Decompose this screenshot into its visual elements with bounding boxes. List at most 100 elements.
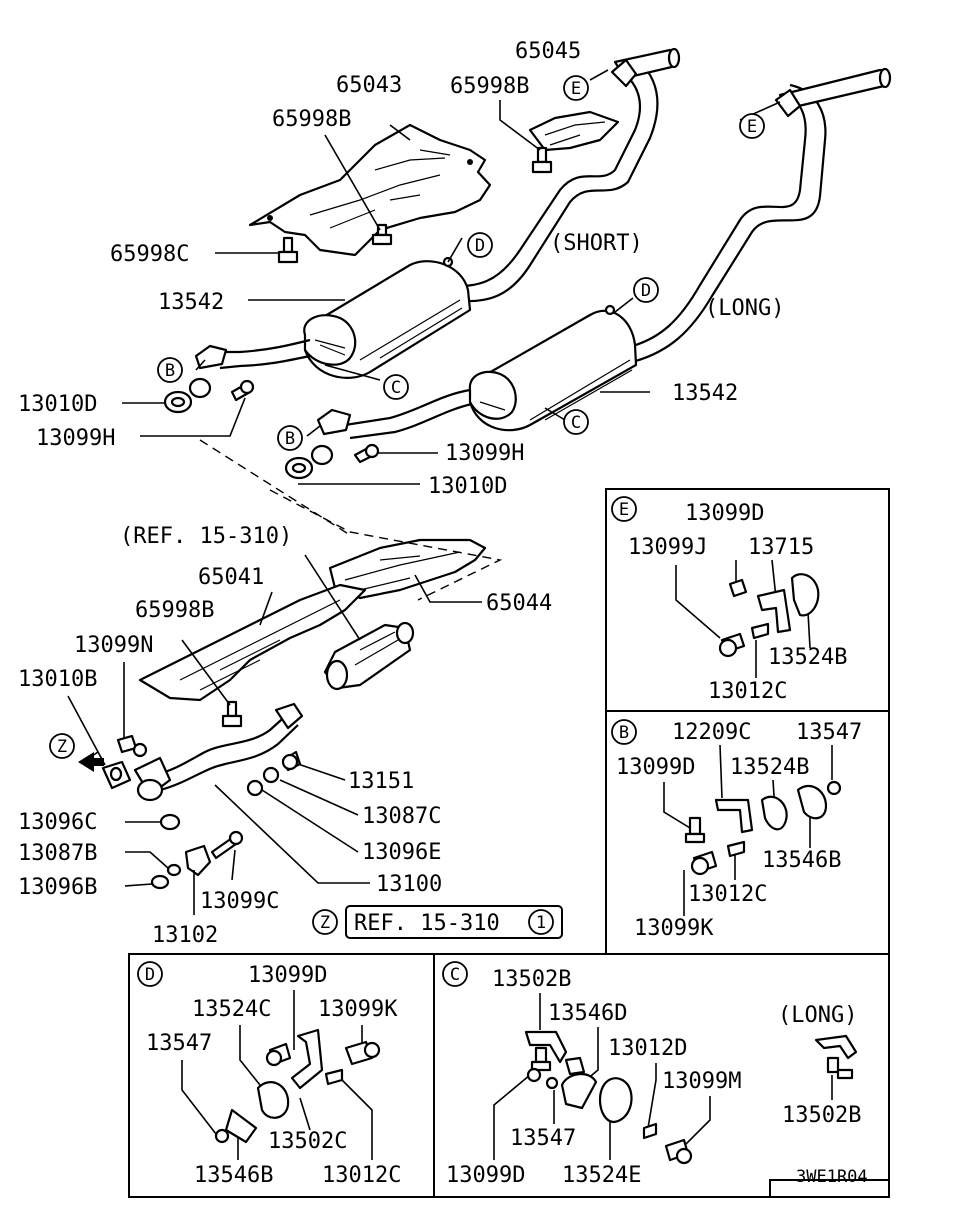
label-13087b: 13087B (18, 841, 97, 866)
svg-text:13012C: 13012C (708, 679, 787, 704)
panel-e: E 13099D 13099J 13715 13524B 13012C (605, 488, 890, 712)
bolt-65998b-shield (371, 223, 393, 246)
label-13099h-left: 13099H (36, 426, 115, 451)
svg-text:(LONG): (LONG) (778, 1003, 857, 1028)
svg-text:B: B (165, 361, 175, 381)
svg-text:12209C: 12209C (672, 720, 751, 745)
bolt-13099h-left (230, 379, 255, 402)
svg-text:D: D (475, 236, 485, 256)
label-13096b: 13096B (18, 875, 97, 900)
label-65998b-top: 65998B (450, 74, 529, 99)
svg-text:13099D: 13099D (616, 755, 695, 780)
tailpipe-short (439, 47, 681, 303)
panel-c: C 13502B 13546D 13012D 13099M 13547 1309… (433, 953, 890, 1198)
bolt-65998b-top (531, 146, 553, 174)
dashed-alignment (199, 439, 503, 601)
callout-b-upper: B (157, 357, 183, 383)
svg-text:13012C: 13012C (688, 882, 767, 907)
tailpipe-long (624, 67, 892, 364)
label-ref-top: (REF. 15-310) (120, 524, 292, 549)
callout-e-long: E (739, 113, 765, 139)
bolt-65998c (277, 236, 299, 264)
callout-c-long: C (563, 409, 589, 435)
svg-text:13524B: 13524B (730, 755, 809, 780)
label-13099h-right: 13099H (445, 441, 524, 466)
svg-text:Z: Z (57, 737, 67, 757)
callout-z: Z (49, 733, 75, 759)
label-13010b: 13010B (18, 667, 97, 692)
label-65044: 65044 (486, 591, 552, 616)
svg-text:REF. 15-310: REF. 15-310 (354, 911, 500, 936)
svg-text:13502B: 13502B (492, 967, 571, 992)
svg-text:13502C: 13502C (268, 1129, 347, 1154)
label-long: (LONG) (705, 296, 784, 321)
catalytic-converter (323, 621, 415, 691)
label-13099n: 13099N (74, 633, 153, 658)
svg-text:13099J: 13099J (628, 535, 707, 560)
gasket-13010d-left (163, 377, 212, 414)
panel-b: B 12209C 13547 13099D 13524B 13546B 1301… (605, 710, 890, 955)
callout-e-short: E (563, 75, 589, 101)
svg-text:13099D: 13099D (685, 501, 764, 526)
label-13096e: 13096E (362, 840, 441, 865)
svg-text:13524C: 13524C (192, 997, 271, 1022)
label-65998c: 65998C (110, 242, 189, 267)
svg-text:13502B: 13502B (782, 1103, 861, 1128)
label-13010d-right: 13010D (428, 474, 507, 499)
label-13102: 13102 (152, 923, 218, 948)
ref-box-bottom: REF. 15-310 1 (345, 905, 563, 939)
svg-text:E: E (619, 500, 629, 520)
label-13100: 13100 (376, 872, 442, 897)
svg-text:D: D (641, 281, 651, 301)
gasket-13010d-right (284, 444, 334, 480)
washer-13087c (262, 766, 280, 784)
label-65043: 65043 (336, 73, 402, 98)
svg-text:13546B: 13546B (762, 848, 841, 873)
nut-13096e (246, 779, 264, 797)
washer-13087b (166, 863, 182, 877)
svg-text:B: B (285, 429, 295, 449)
svg-text:13099D: 13099D (248, 963, 327, 988)
muffler-short (194, 256, 472, 379)
bolt-13099h-right (353, 443, 380, 464)
front-pipe-13100 (101, 702, 304, 802)
callout-z-ref: Z (312, 909, 338, 935)
svg-text:Z: Z (320, 913, 330, 933)
panel-d: D 13099D 13524C 13099K 13547 13502C 1354… (128, 953, 435, 1198)
arrow-z (78, 752, 104, 772)
callout-b-lower: B (277, 425, 303, 451)
svg-text:13012C: 13012C (322, 1163, 401, 1188)
leader-lines (67, 69, 781, 915)
label-13099c: 13099C (200, 889, 279, 914)
label-13010d-left: 13010D (18, 392, 97, 417)
nut-13096b (150, 874, 170, 890)
stud-13099n (116, 734, 148, 758)
bracket-13102 (184, 844, 212, 877)
svg-text:13099D: 13099D (446, 1163, 525, 1188)
svg-text:13099M: 13099M (662, 1069, 741, 1094)
heat-shield-65043 (248, 123, 492, 257)
spring-13151 (281, 750, 302, 772)
svg-text:13546D: 13546D (548, 1001, 627, 1026)
svg-text:13547: 13547 (510, 1126, 576, 1151)
label-13087c: 13087C (362, 804, 441, 829)
label-13151: 13151 (348, 769, 414, 794)
svg-text:13524B: 13524B (768, 645, 847, 670)
label-65045: 65045 (515, 39, 581, 64)
svg-text:13546B: 13546B (194, 1163, 273, 1188)
label-65041: 65041 (198, 565, 264, 590)
label-65998b-lower: 65998B (135, 598, 214, 623)
svg-text:13099K: 13099K (634, 916, 714, 941)
heat-shield-65045 (528, 110, 620, 152)
label-13542-short: 13542 (158, 290, 224, 315)
muffler-long (316, 304, 638, 440)
svg-text:13547: 13547 (146, 1031, 212, 1056)
label-13542-long: 13542 (672, 381, 738, 406)
svg-text:C: C (391, 378, 401, 398)
label-13096c: 13096C (18, 810, 97, 835)
callout-d-short: D (467, 232, 493, 258)
svg-text:E: E (571, 79, 581, 99)
svg-text:13099K: 13099K (318, 997, 398, 1022)
label-65998b-shield: 65998B (272, 107, 351, 132)
